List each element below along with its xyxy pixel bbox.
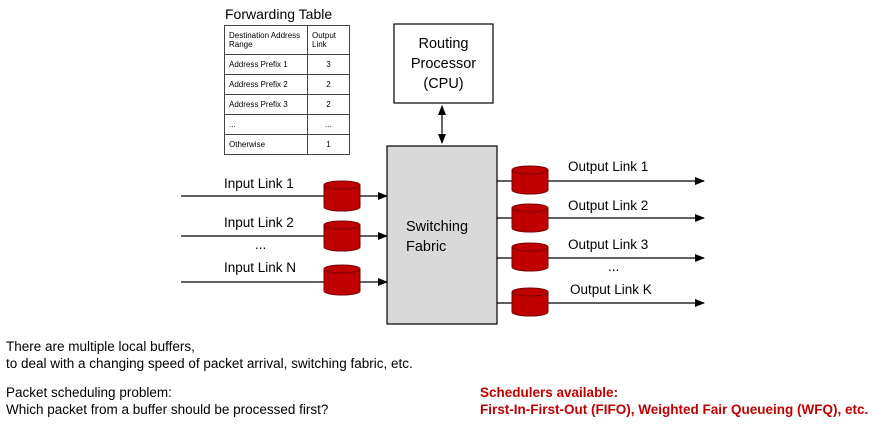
notes-line: There are multiple local buffers, — [6, 339, 195, 354]
forwarding-table-title: Forwarding Table — [225, 6, 333, 22]
forwarding-table: Destination Address Range Output Link Ad… — [224, 25, 350, 155]
buffer-icon — [323, 220, 361, 252]
schedulers-title: Schedulers available: — [480, 385, 619, 400]
input-link-ellipsis: ... — [255, 237, 267, 252]
switching-fabric-box — [386, 145, 498, 325]
input-link-label: Input Link 2 — [224, 215, 294, 230]
output-link-label: Output Link 1 — [568, 159, 649, 174]
buffer-icon — [323, 180, 361, 212]
buffer-icon — [323, 264, 361, 296]
input-link-label: Input Link N — [224, 260, 297, 275]
table-cell: 1 — [307, 134, 350, 155]
switching-fabric-label: Switching Fabric — [406, 219, 469, 255]
table-row: Address Prefix 3 2 — [224, 94, 350, 115]
output-link-ellipsis: ... — [608, 259, 620, 274]
routing-processor-label: Routing Processor (CPU) — [410, 36, 477, 92]
output-link-label: Output Link K — [570, 282, 652, 297]
notes-line: Packet scheduling problem: — [6, 385, 172, 400]
input-link-label: Input Link 1 — [224, 176, 294, 191]
routing-processor-box — [393, 23, 494, 104]
output-link-label: Output Link 2 — [568, 198, 649, 213]
buffer-icon — [511, 242, 549, 272]
table-header-output-link: Output Link — [307, 25, 350, 55]
table-row: Address Prefix 2 2 — [224, 74, 350, 95]
output-link-label: Output Link 3 — [568, 237, 649, 252]
buffer-icon — [511, 165, 549, 195]
table-row: Otherwise 1 — [224, 134, 350, 155]
notes-line: to deal with a changing speed of packet … — [6, 356, 413, 371]
table-header-destination: Destination Address Range — [224, 25, 308, 55]
schedulers-list: First-In-First-Out (FIFO), Weighted Fair… — [480, 402, 869, 417]
notes-line: Which packet from a buffer should be pro… — [6, 402, 329, 417]
buffer-icon — [511, 287, 549, 317]
buffer-icon — [511, 203, 549, 233]
